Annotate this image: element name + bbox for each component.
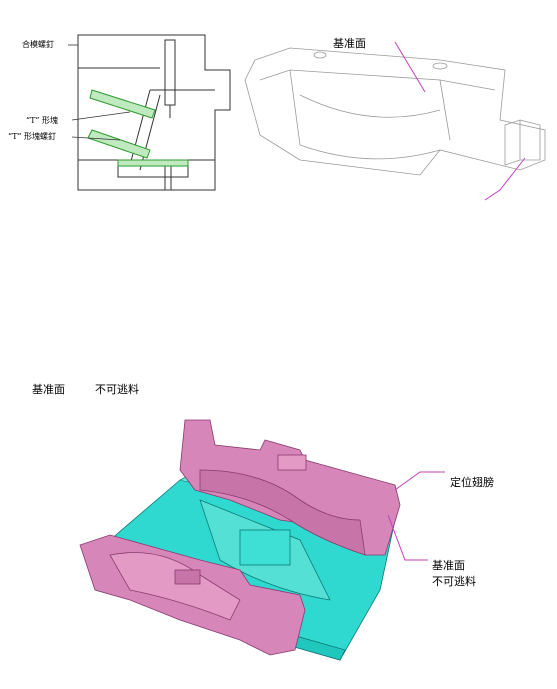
label-reference-face-top: 基准面 [333, 37, 366, 50]
label-t-block: “T” 形塊 [26, 116, 59, 125]
wireframe-outline [244, 47, 546, 176]
t-block-highlight [87, 89, 189, 167]
cross-section-leaders [68, 44, 131, 141]
model-callouts [387, 471, 445, 561]
label-clamp-screw: 合模螺釘 [22, 40, 54, 49]
magenta-back-rail [179, 419, 401, 556]
heading-reference-face: 基准面 [32, 383, 65, 396]
label-reference-face-bottom: 基准面 [432, 559, 465, 572]
label-locating-wing: 定位翅膀 [450, 476, 494, 489]
magenta-front-rail [79, 534, 306, 656]
wireframe-callouts [394, 41, 526, 201]
label-t-block-screw: “T” 形塊螺釘 [8, 132, 57, 141]
heading-no-trim: 不可逃料 [95, 383, 139, 396]
label-no-trim-bottom: 不可逃料 [432, 575, 476, 588]
